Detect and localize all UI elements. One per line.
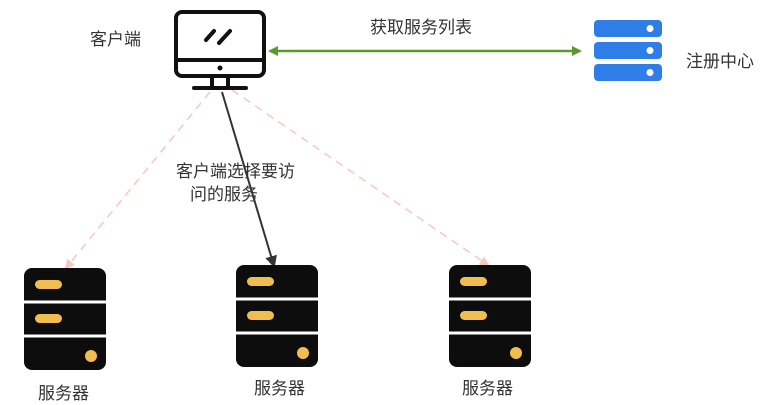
monitor-icon bbox=[174, 10, 266, 90]
dashed-edge-right bbox=[231, 89, 490, 267]
server-icon bbox=[236, 265, 318, 367]
registry-label: 注册中心 bbox=[686, 52, 754, 72]
client-label: 客户端 bbox=[90, 30, 141, 50]
server-icon bbox=[449, 265, 531, 367]
select-service-label-line1: 客户端选择要访 bbox=[176, 162, 295, 182]
select-service-arrow bbox=[221, 91, 277, 268]
dashed-edge-left bbox=[64, 91, 211, 270]
server-label-3: 服务器 bbox=[462, 379, 513, 399]
server-label-1: 服务器 bbox=[38, 384, 89, 404]
select-service-label-line2: 问的服务 bbox=[190, 185, 258, 205]
server-label-2: 服务器 bbox=[254, 379, 305, 399]
server-stack-icon bbox=[594, 20, 662, 81]
fetch-service-list-label: 获取服务列表 bbox=[370, 18, 472, 38]
server-icon bbox=[24, 268, 106, 370]
